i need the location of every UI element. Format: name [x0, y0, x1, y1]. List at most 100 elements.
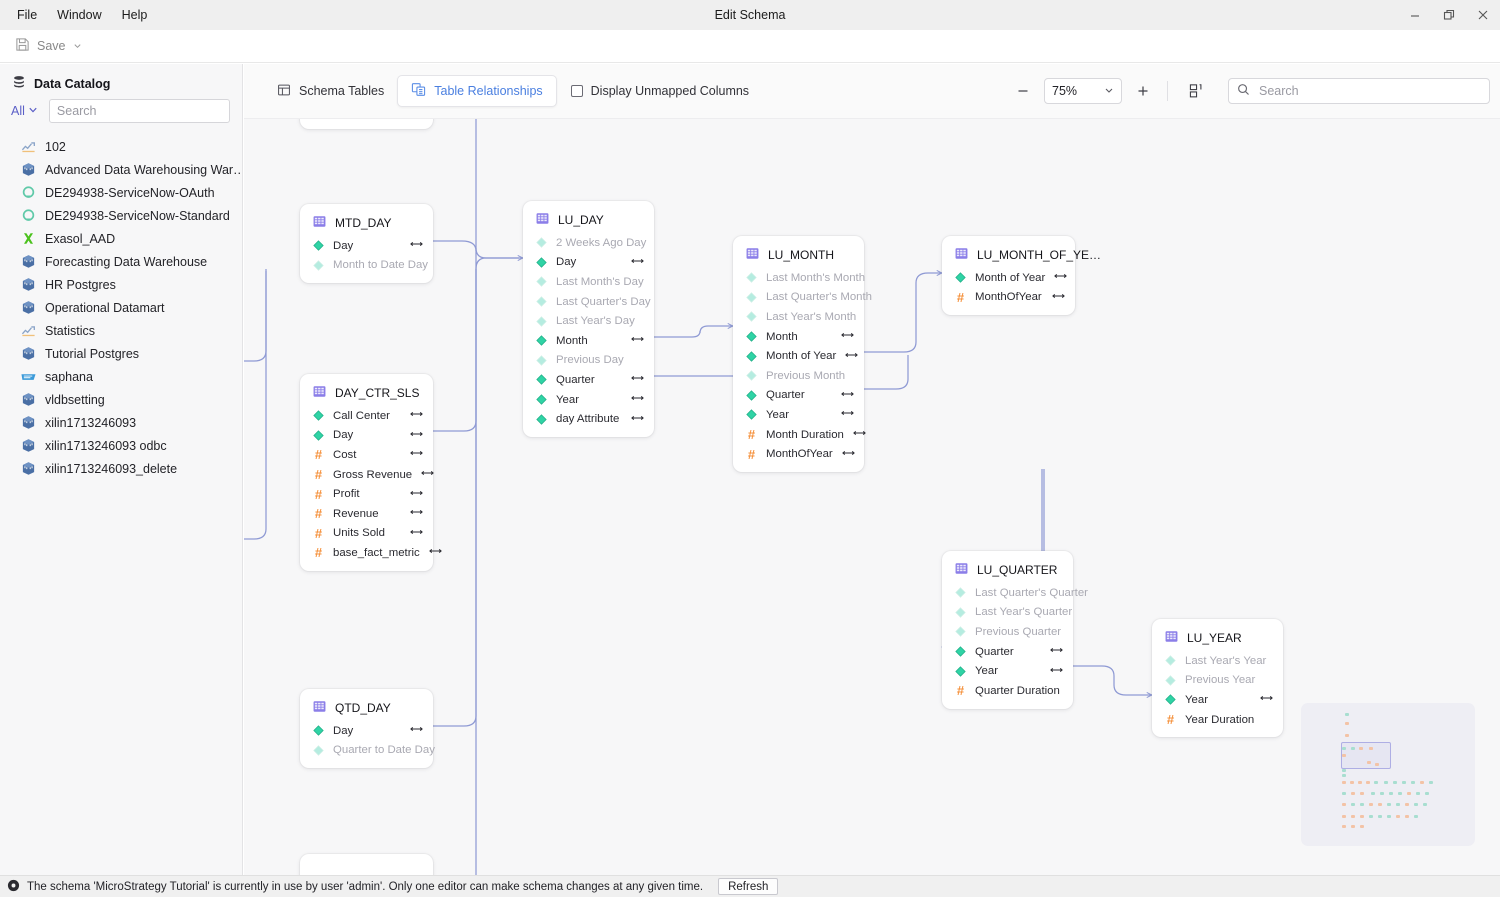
table-column-row[interactable]: Last Month's Day [523, 272, 654, 292]
zoom-in-button[interactable] [1129, 77, 1157, 105]
column-connector-icon[interactable] [1050, 646, 1063, 657]
display-unmapped-columns-checkbox[interactable]: Display Unmapped Columns [570, 84, 749, 98]
column-connector-icon[interactable] [410, 449, 423, 460]
minimize-button[interactable] [1398, 0, 1432, 30]
table-column-row[interactable]: Last Year's Year [1152, 651, 1283, 671]
column-connector-icon[interactable] [410, 430, 423, 441]
table-column-row[interactable]: Last Month's Month [733, 268, 865, 288]
column-connector-icon[interactable] [631, 414, 644, 425]
menu-item-file[interactable]: File [17, 8, 38, 22]
menu-item-help[interactable]: Help [121, 8, 148, 22]
table-column-row[interactable]: Day [300, 721, 433, 741]
table-column-row[interactable]: #Cost [300, 445, 433, 465]
table-column-row[interactable]: 2 Weeks Ago Day [523, 233, 654, 253]
table-column-row[interactable]: Previous Quarter [942, 622, 1073, 642]
table-column-row[interactable]: Previous Year [1152, 671, 1283, 691]
table-column-row[interactable]: #Quarter Duration [942, 681, 1073, 701]
table-column-row[interactable]: #MonthOfYear [733, 444, 864, 464]
column-connector-icon[interactable] [1050, 666, 1063, 677]
table-column-row[interactable]: Year [1152, 690, 1283, 710]
column-connector-icon[interactable] [631, 257, 644, 268]
table-column-row[interactable]: Month [523, 331, 654, 351]
table-column-row[interactable]: Month [733, 327, 864, 347]
table-column-row[interactable]: Previous Month [733, 366, 864, 386]
table-column-row[interactable]: Quarter to Date Day [300, 741, 435, 761]
table-column-row[interactable]: Last Quarter's Quarter [942, 583, 1088, 603]
chevron-down-icon[interactable] [73, 39, 82, 53]
column-connector-icon[interactable] [845, 351, 859, 362]
table-column-row[interactable]: #Month Duration [733, 425, 866, 445]
fit-to-screen-button[interactable] [1182, 77, 1212, 105]
table-column-row[interactable]: #Gross Revenue [300, 465, 435, 485]
column-connector-icon[interactable] [853, 429, 866, 440]
catalog-item[interactable]: HR Postgres [0, 273, 242, 296]
minimap-viewport[interactable] [1341, 742, 1391, 769]
table-column-row[interactable]: Last Year's Day [523, 311, 654, 331]
tab-table-relationships[interactable]: Table Relationships [397, 75, 557, 107]
table-column-row[interactable]: #Revenue [300, 504, 433, 524]
catalog-item[interactable]: Statistics [0, 319, 242, 342]
table-column-row[interactable]: Month to Date Day [300, 256, 433, 276]
table-column-row[interactable]: Day [300, 426, 433, 446]
close-button[interactable] [1466, 0, 1500, 30]
table-column-row[interactable]: Last Quarter's Day [523, 292, 654, 312]
table-column-row[interactable]: #Profit [300, 484, 433, 504]
table-column-row[interactable]: Last Year's Month [733, 307, 864, 327]
catalog-item[interactable]: DE294938-ServiceNow-Standard [0, 204, 242, 227]
column-connector-icon[interactable] [410, 725, 423, 736]
catalog-item[interactable]: 102 [0, 135, 242, 158]
table-column-row[interactable]: Quarter [733, 386, 864, 406]
table-column-row[interactable]: #base_fact_metric [300, 543, 442, 563]
catalog-item[interactable]: Forecasting Data Warehouse [0, 250, 242, 273]
column-connector-icon[interactable] [428, 547, 442, 558]
table-card-clipped-top[interactable] [300, 119, 433, 129]
restore-button[interactable] [1432, 0, 1466, 30]
column-connector-icon[interactable] [841, 449, 855, 460]
column-connector-icon[interactable] [410, 489, 423, 500]
table-column-row[interactable]: #Units Sold [300, 524, 433, 544]
column-connector-icon[interactable] [421, 469, 435, 480]
table-column-row[interactable]: Call Center [300, 406, 433, 426]
catalog-filter-dropdown[interactable]: All [8, 102, 41, 120]
table-column-row[interactable]: Last Year's Quarter [942, 603, 1073, 623]
table-card[interactable]: LU_MONTH_OF_YE…Month of Year#MonthOfYear [942, 236, 1101, 316]
tab-schema-tables[interactable]: Schema Tables [264, 75, 397, 107]
catalog-item[interactable]: Operational Datamart [0, 296, 242, 319]
zoom-level-select[interactable]: 75% [1044, 78, 1122, 104]
catalog-item[interactable]: saphana [0, 365, 242, 388]
column-connector-icon[interactable] [841, 409, 854, 420]
canvas-search[interactable] [1228, 78, 1490, 104]
table-column-row[interactable]: Day [523, 253, 654, 273]
column-connector-icon[interactable] [410, 410, 423, 421]
catalog-item[interactable]: Exasol_AAD [0, 227, 242, 250]
column-connector-icon[interactable] [631, 394, 644, 405]
table-column-row[interactable]: Year [523, 390, 654, 410]
column-connector-icon[interactable] [410, 508, 423, 519]
table-column-row[interactable]: Previous Day [523, 351, 654, 371]
table-column-row[interactable]: day Attribute [523, 409, 654, 429]
canvas-search-input[interactable] [1257, 83, 1481, 99]
column-connector-icon[interactable] [841, 331, 854, 342]
save-button[interactable]: Save [9, 34, 88, 58]
table-column-row[interactable]: Last Quarter's Month [733, 288, 872, 308]
column-connector-icon[interactable] [410, 240, 423, 251]
catalog-item[interactable]: xilin1713246093 odbc [0, 434, 242, 457]
table-column-row[interactable]: #Year Duration [1152, 710, 1283, 730]
table-column-row[interactable]: Quarter [523, 370, 654, 390]
table-column-row[interactable]: Month of Year [942, 268, 1075, 288]
column-connector-icon[interactable] [631, 374, 644, 385]
menu-item-window[interactable]: Window [57, 8, 102, 22]
catalog-item[interactable]: Advanced Data Warehousing War… [0, 158, 242, 181]
table-card-clipped-bottom[interactable] [300, 854, 433, 875]
catalog-item[interactable]: xilin1713246093_delete [0, 457, 242, 480]
column-connector-icon[interactable] [410, 528, 423, 539]
table-column-row[interactable]: Month of Year [733, 346, 864, 366]
canvas-minimap[interactable] [1301, 703, 1475, 846]
column-connector-icon[interactable] [1260, 694, 1273, 705]
table-column-row[interactable]: #MonthOfYear [942, 288, 1075, 308]
table-column-row[interactable]: Year [733, 405, 864, 425]
